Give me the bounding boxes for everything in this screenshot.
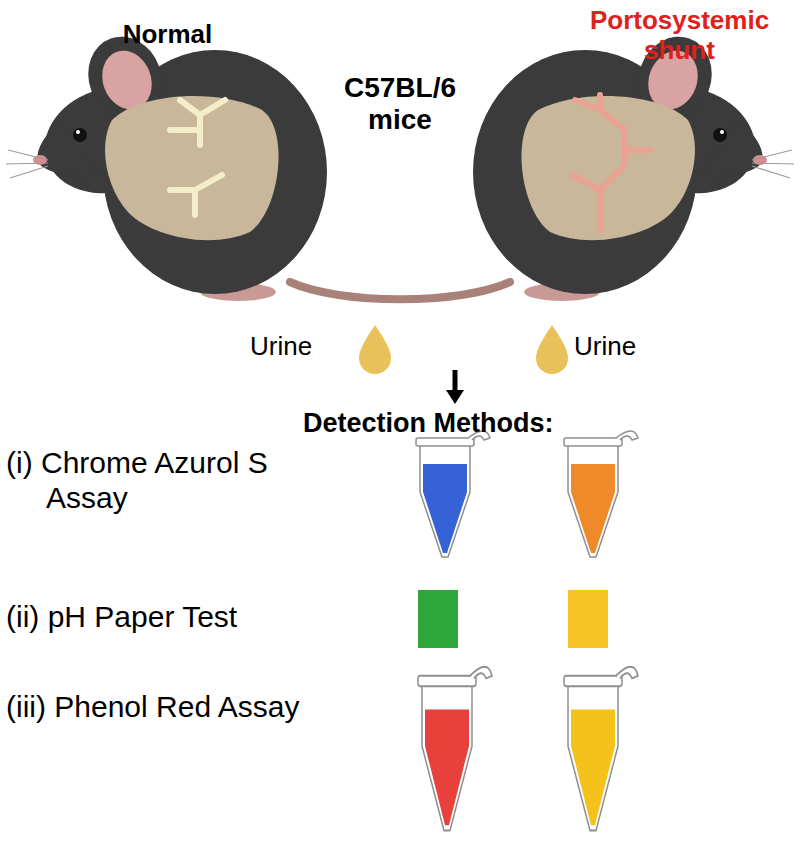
orange-tube [564, 431, 638, 557]
shunt-mouse [473, 26, 794, 301]
green-strip [418, 590, 458, 648]
yellow-strip [568, 590, 608, 648]
group-heading: Normal [100, 20, 235, 50]
normal-mouse [6, 26, 327, 301]
section-heading: Detection Methods: [303, 408, 723, 439]
sample-label: Urine [574, 332, 674, 362]
method-label: (ii) pH Paper Test [6, 600, 406, 635]
group-heading: Portosystemic shunt [572, 6, 787, 66]
method-label: (i) Chrome Azurol S Assay [6, 446, 336, 515]
urine-drop [359, 325, 391, 374]
red-tube [418, 667, 492, 831]
strain-label: C57BL/6 mice [328, 72, 472, 136]
sample-label: Urine [250, 332, 350, 362]
method-label: (iii) Phenol Red Assay [6, 690, 306, 725]
mouse-tail [290, 282, 510, 299]
blue-tube [416, 431, 490, 557]
yellow-tube [564, 667, 638, 831]
down-arrow [446, 370, 464, 404]
urine-drop [536, 325, 568, 374]
